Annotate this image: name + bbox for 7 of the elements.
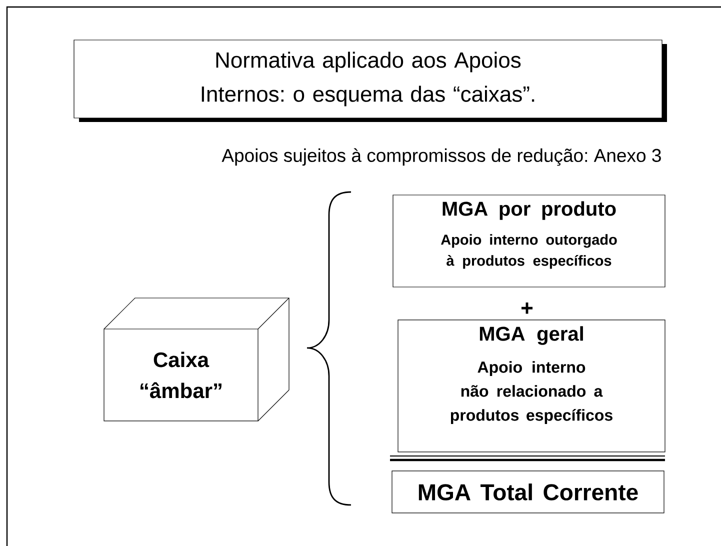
text-box: MGA geral Apoio interno não relacionado a produtos específicos (398, 320, 666, 452)
cube: Caixa “âmbar” (104, 298, 290, 422)
subtitle: Apoios sujeitos à compromissos de redução: Anexo 3 (222, 148, 661, 166)
text-box: MGA por produto Apoio interno outorgado à produtos específicos (392, 194, 666, 288)
plus-sign: + (522, 302, 533, 314)
text-box: MGA Total Corrente (392, 470, 664, 514)
title-box: Normativa aplicado aos Apoios Internos: o esquema das “caixas”. (74, 40, 667, 122)
